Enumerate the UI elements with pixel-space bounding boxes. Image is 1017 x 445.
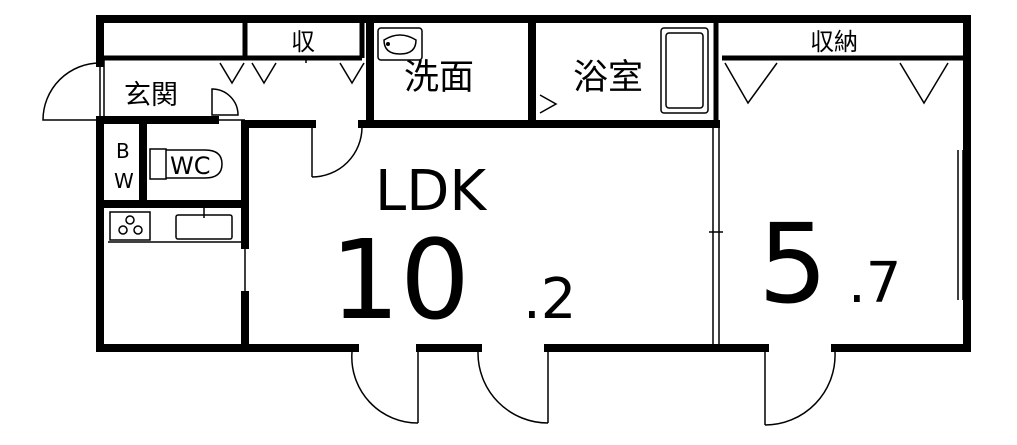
balcony-door-2 (477, 348, 549, 424)
partitions (103, 58, 964, 345)
ldk-door (311, 124, 363, 178)
bathtub (660, 27, 709, 114)
ldk-label: LDK (375, 159, 487, 224)
toilet-fixture (149, 148, 223, 180)
closet-fold-marks (219, 58, 949, 105)
wash-basin (377, 27, 423, 61)
bw-label-bottom: W (114, 169, 134, 193)
storage-small-label: 収 (291, 28, 315, 56)
inner-entrance-door (211, 88, 239, 116)
balcony-door-3 (764, 348, 836, 426)
western-size-decimal: .7 (848, 251, 901, 316)
bw-label-top: B (116, 139, 130, 163)
entrance-door (42, 62, 101, 121)
ldk-size-main: 10 (330, 216, 470, 344)
entrance-label: 玄関 (124, 80, 178, 111)
storage-large-label: 収納 (810, 28, 858, 56)
kitchen-stove (109, 211, 151, 241)
bath-door-mark (539, 94, 558, 114)
toilet-label: WC (170, 152, 211, 180)
bathroom-label: 浴室 (573, 58, 643, 98)
western-size-main: 5 (758, 200, 828, 328)
inner-walls (96, 15, 963, 352)
washroom-label: 洗面 (404, 58, 474, 98)
balcony-door-1 (351, 348, 419, 424)
ldk-size-decimal: .2 (523, 267, 576, 332)
kitchen-sink (175, 208, 233, 240)
